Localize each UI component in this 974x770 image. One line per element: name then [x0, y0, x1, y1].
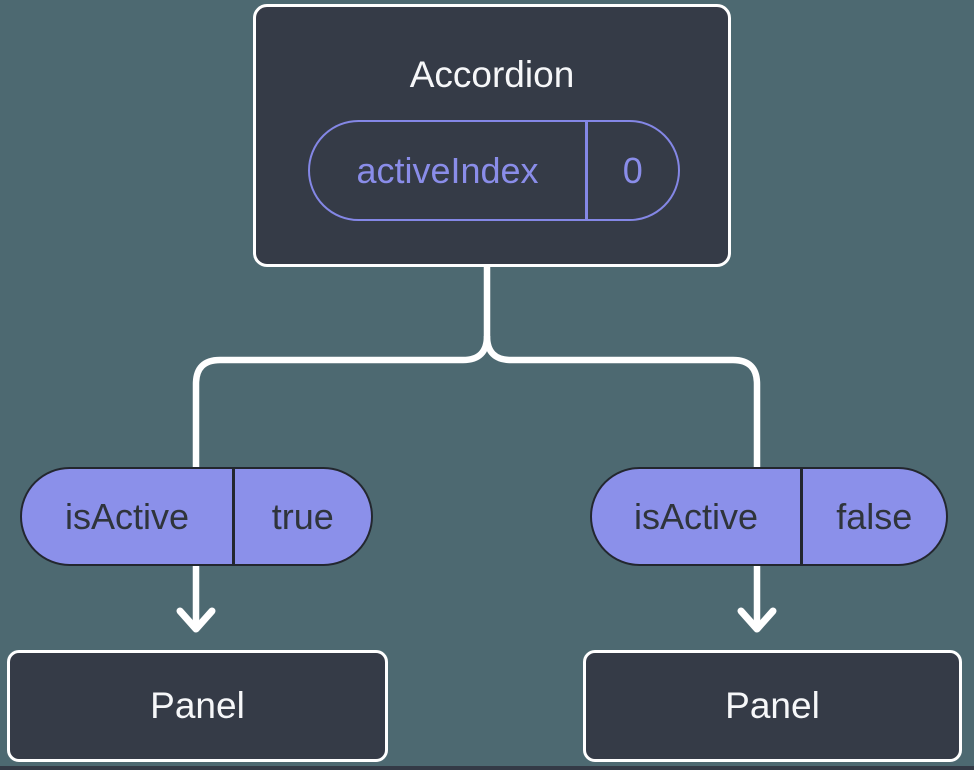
- state-value: 0: [622, 149, 643, 191]
- accordion-node-title: Accordion: [409, 54, 575, 95]
- prop-pill-divider: [800, 469, 803, 564]
- prop-pill-divider: [232, 469, 235, 564]
- accordion-node: Accordion activeIndex 0: [253, 4, 731, 267]
- left-arrowhead-icon: [176, 607, 216, 633]
- prop-name: isActive: [633, 495, 759, 537]
- prop-pill-isactive-true: isActive true: [20, 467, 373, 566]
- right-arrowhead-icon: [737, 607, 777, 633]
- state-name: activeIndex: [356, 149, 539, 191]
- prop-value: true: [271, 495, 334, 537]
- right-branch-line: [483, 335, 761, 629]
- prop-pill-isactive-false: isActive false: [590, 467, 948, 566]
- panel-node-left: Panel: [7, 650, 388, 762]
- panel-node-right: Panel: [583, 650, 962, 762]
- left-branch-line: [192, 264, 491, 629]
- prop-name: isActive: [64, 495, 190, 537]
- state-pill-activeindex: activeIndex 0: [308, 120, 680, 221]
- bottom-edge-strip: [0, 766, 974, 770]
- state-pill-divider: [585, 122, 588, 219]
- prop-value: false: [836, 495, 913, 537]
